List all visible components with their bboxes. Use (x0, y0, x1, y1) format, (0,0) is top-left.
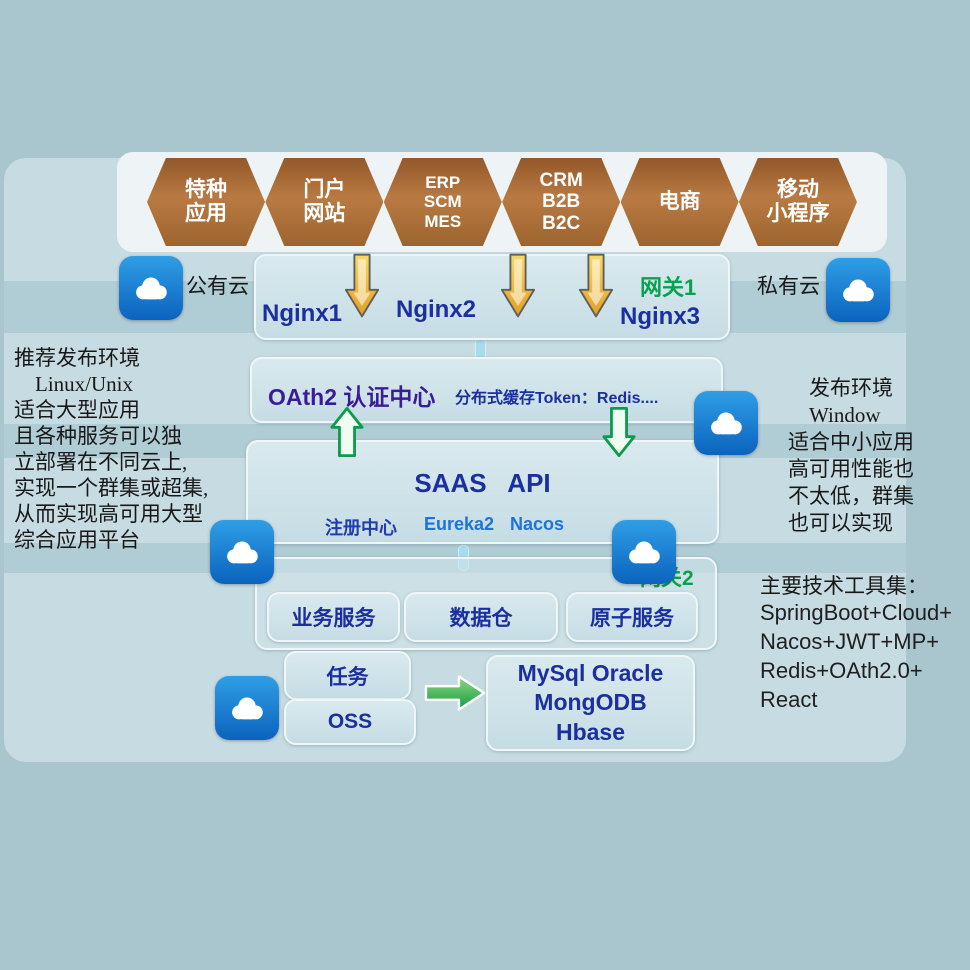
hexagon-crm-b2b-b2c: CRM B2B B2C (502, 158, 621, 246)
down-arrow-icon-1 (343, 251, 381, 321)
cloud-glyph (227, 541, 258, 564)
application-band: 特种 应用 门户 网站 ERP SCM MES CRM B2B B2C 电商 移… (117, 152, 887, 252)
redis-cache-label: 分布式缓存Token：Redis.... (455, 390, 659, 407)
private-cloud-icon (826, 258, 890, 322)
cloud-glyph (232, 697, 263, 720)
business-service-box: 业务服务 (267, 592, 400, 642)
atomic-service-box: 原子服务 (566, 592, 698, 642)
cloud-glyph (629, 541, 660, 564)
green-right-arrow-icon (424, 672, 488, 714)
cloud-glyph (843, 279, 874, 302)
task-box: 任务 (284, 651, 411, 700)
saas-right-cloud-icon (612, 520, 676, 584)
right-env-note: 发布环境 Window 适合中小应用 高可用性能也 不太低，群集 也可以实现 (788, 376, 914, 535)
hexagon-erp-scm-mes: ERP SCM MES (383, 158, 502, 246)
down-arrow-icon-2 (499, 251, 537, 321)
database-box: MySql Oracle MongODB Hbase (486, 655, 695, 751)
green-down-arrow-icon (602, 406, 636, 458)
oss-box: OSS (284, 699, 416, 745)
oauth-title: OAth2 认证中心 (268, 384, 436, 410)
nginx-box (254, 254, 730, 340)
hexagon-portal-site: 门户 网站 (265, 158, 384, 246)
left-note: 推荐发布环境 Linux/Unix 适合大型应用 且各种服务可以独 立部署在不同… (14, 346, 209, 552)
saas-left-cloud-icon (210, 520, 274, 584)
tools-list: SpringBoot+Cloud+ Nacos+JWT+MP+ Redis+OA… (760, 600, 953, 712)
hexagon-ecommerce: 电商 (620, 158, 739, 246)
gateway1-label: 网关1 (640, 275, 697, 300)
saas-api-title: SAAS API (414, 468, 551, 498)
nginx1-label: Nginx1 (262, 300, 343, 327)
oauth-box (250, 357, 723, 423)
hexagon-mobile-miniprogram: 移动 小程序 (738, 158, 857, 246)
hexagon-special-apps: 特种 应用 (147, 158, 265, 246)
nacos-label: Nacos (510, 514, 565, 534)
public-cloud-label: 公有云 (186, 274, 249, 298)
down-arrow-icon-3 (577, 251, 615, 321)
data-warehouse-box: 数据仓 (404, 592, 558, 642)
public-cloud-icon (119, 256, 183, 320)
private-cloud-label: 私有云 (757, 274, 820, 298)
cloud-glyph (711, 412, 742, 435)
nginx3-label: Nginx3 (620, 303, 701, 330)
green-up-arrow-icon (330, 406, 364, 458)
tools-title: 主要技术工具集： (760, 574, 928, 598)
cloud-glyph (136, 277, 167, 300)
registry-label: 注册中心 (325, 518, 397, 538)
eureka-label: Eureka2 (424, 514, 495, 534)
oauth-cloud-icon (694, 391, 758, 455)
storage-cloud-icon (215, 676, 279, 740)
nginx2-label: Nginx2 (396, 296, 477, 323)
